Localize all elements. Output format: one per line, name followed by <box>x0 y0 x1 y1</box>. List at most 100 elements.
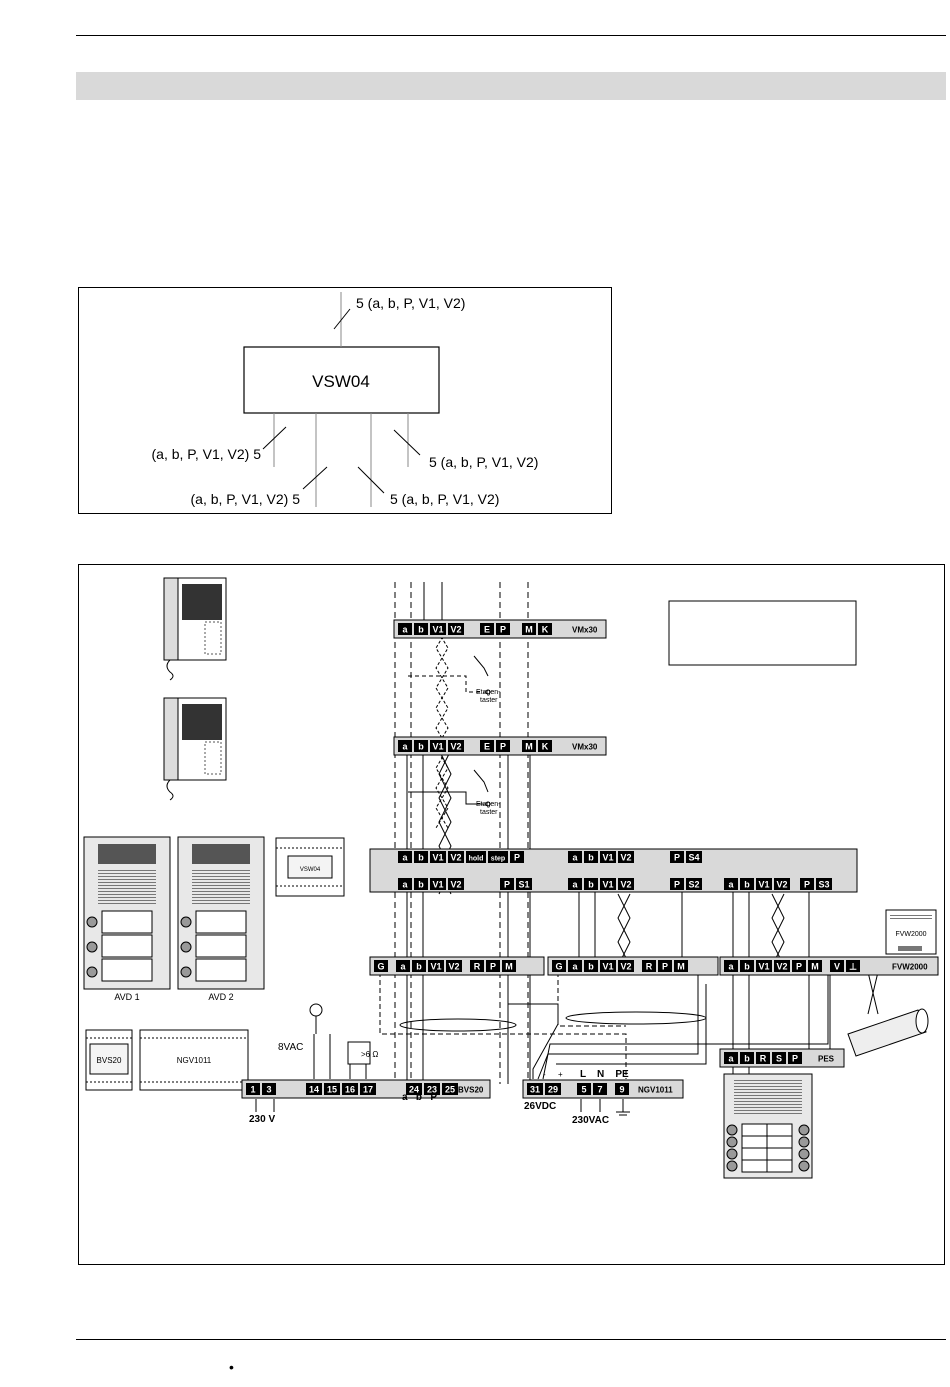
vsw_lower_1-terminal-3 <box>448 878 464 890</box>
vsw_upper_left-terminal-label-0: a <box>402 853 408 863</box>
vsw_upper_left-terminal-0 <box>398 851 412 863</box>
ngv_terms-terminal-label-0: 31 <box>530 1085 540 1095</box>
bvs20-device-label: BVS20 <box>97 1056 122 1065</box>
vmx_mid_t-device-name: VMx30 <box>572 743 598 752</box>
vmx_top_t-terminal-3 <box>448 623 464 635</box>
vmx_top_t-device-name: VMx30 <box>572 626 598 635</box>
vsw_lower_2b-terminal-1 <box>686 878 702 890</box>
pes_terms-terminal-label-1: b <box>744 1054 750 1064</box>
vsw_lower_2-terminal-1 <box>584 878 598 890</box>
vmx_mid_t-terminal-label-3: V2 <box>450 742 461 752</box>
bus-label-1: (a, b, P, V1, V2) 5 <box>152 446 262 462</box>
bvs_terms-terminal-label-8: 25 <box>445 1085 455 1095</box>
bvs_terms-terminal-label-0: 1 <box>250 1085 255 1095</box>
avd2_terms-terminal-label-6: P <box>662 962 668 972</box>
vsw_lower_3b-terminal-label-1: S3 <box>818 880 829 890</box>
avd1_terms-terminal-3 <box>428 960 444 972</box>
avd1_terms-terminal-0 <box>374 960 388 972</box>
avd1_terms-terminal-label-7: M <box>505 962 513 972</box>
bvs_terms-terminal-5 <box>360 1083 376 1095</box>
vsw_lower_3-terminal-1 <box>740 878 754 890</box>
vsw_lower_1b-terminal-0 <box>500 878 514 890</box>
bvs_terms-terminal-4 <box>342 1083 358 1095</box>
label-ohm: >6 Ω <box>361 1050 378 1059</box>
vmx_top_t-terminal-label-0: a <box>402 625 408 635</box>
fvw_terms-terminal-label-2: V1 <box>758 962 769 972</box>
door-station-avd2 <box>177 836 265 990</box>
vmx_top_t-terminal-5 <box>496 623 510 635</box>
fvw_terms-terminal-2 <box>756 960 772 972</box>
vmx_top_t-terminal-0 <box>398 623 412 635</box>
wiring-diagram-frame <box>78 564 945 1265</box>
label-26vdc: 26VDC <box>524 1101 556 1112</box>
topology-diagram-frame <box>78 287 612 514</box>
vsw_lower_3b-terminal-label-0: P <box>804 880 810 890</box>
fvw_terms-terminal-1 <box>740 960 754 972</box>
avd1_terms-terminal-2 <box>412 960 426 972</box>
vsw_upper_left-terminal-6 <box>510 851 524 863</box>
fvw2000-device-icon <box>885 909 937 955</box>
avd2_terms-terminal-label-3: V1 <box>602 962 613 972</box>
vmx_top_t-terminal-7 <box>538 623 552 635</box>
bvs_terms-terminal-7 <box>424 1083 440 1095</box>
avd1_terms-terminal-7 <box>502 960 516 972</box>
vsw_upper_mid-terminal-1 <box>584 851 598 863</box>
vsw_upper_left-terminal-5 <box>488 851 508 863</box>
vsw_upper_left-terminal-label-3: V2 <box>450 853 461 863</box>
vsw_lower_2b-terminal-label-0: P <box>674 880 680 890</box>
topology-diagram: VSW04 5 (a, b, P, V1, V2) (a, b, P, V1, … <box>152 292 538 507</box>
info-box <box>668 600 857 666</box>
vsw_lower_2-terminal-label-0: a <box>572 880 578 890</box>
vsw_lower_1-terminal-2 <box>430 878 446 890</box>
video-intercom-handset-1 <box>163 577 227 681</box>
ngv_terms-terminal-1 <box>545 1083 561 1095</box>
avd2_terms-terminal-label-5: R <box>646 962 653 972</box>
pes_terms-terminal-3 <box>772 1052 786 1064</box>
vsw_upper_left-terminal-4 <box>466 851 486 863</box>
fvw_terms-terminal-label-7: ⊥ <box>849 962 857 972</box>
door-station-avd1 <box>83 836 171 990</box>
vsw_upper_right-terminal-1 <box>686 851 702 863</box>
pes_terms-terminal-label-2: R <box>760 1054 767 1064</box>
vsw_upper_left-terminal-label-1: b <box>418 853 424 863</box>
fvw2000-device-label: FVW2000 <box>895 931 926 938</box>
vmx_top_t-terminal-label-7: K <box>542 625 549 635</box>
bus-slash-3 <box>357 466 385 494</box>
vsw_upper_left-terminal-label-5: step <box>491 856 505 863</box>
vsw_lower_2-terminal-3 <box>618 878 634 890</box>
video-intercom-handset-2 <box>163 697 227 801</box>
vmx_mid_t-terminal-label-2: V1 <box>432 742 443 752</box>
vmx_top_t-terminal-6 <box>522 623 536 635</box>
label-230vac: 230VAC <box>572 1115 609 1126</box>
vmx_mid_t-terminal-6 <box>522 740 536 752</box>
etagen-label-2a: Etagen- <box>476 801 501 808</box>
vsw04-device-label: VSW04 <box>300 867 321 873</box>
vsw_upper_right-terminal-0 <box>670 851 684 863</box>
vmx_mid_t-terminal-5 <box>496 740 510 752</box>
vsw_upper_mid-terminal-2 <box>600 851 616 863</box>
bvs_terms-terminal-0 <box>246 1083 260 1095</box>
vsw_lower_2b-terminal-0 <box>670 878 684 890</box>
ngv_terms-terminal-label-4: 9 <box>619 1085 624 1095</box>
fvw_terms-terminal-5 <box>808 960 822 972</box>
ngv_terms-terminal-3 <box>593 1083 607 1095</box>
vmx_mid_t-terminal-label-5: P <box>500 742 506 752</box>
bvs_terms-terminal-2 <box>306 1083 322 1095</box>
label-plus: + <box>558 1070 563 1079</box>
vsw_lower_3-terminal-0 <box>724 878 738 890</box>
vsw_upper_mid-terminal-label-1: b <box>588 853 594 863</box>
pes_terms-terminal-0 <box>724 1052 738 1064</box>
vmx_top_t-terminal-label-2: V1 <box>432 625 443 635</box>
vsw_lower_1-terminal-label-1: b <box>418 880 424 890</box>
ngv_terms-terminal-label-1: 29 <box>548 1085 558 1095</box>
vmx_top_t-terminal-label-3: V2 <box>450 625 461 635</box>
avd1_terms-terminal-5 <box>470 960 484 972</box>
bvs_terms-terminal-label-6: 24 <box>409 1085 419 1095</box>
vmx_mid_t-terminal-4 <box>480 740 494 752</box>
avd2_terms-terminal-5 <box>642 960 656 972</box>
vsw_lower_2-terminal-label-1: b <box>588 880 594 890</box>
vsw_upper_left-terminal-2 <box>430 851 446 863</box>
fvw_terms-terminal-7 <box>846 960 860 972</box>
label-lnpe: L N PE <box>580 1069 629 1080</box>
avd1_terms-terminal-label-1: a <box>400 962 406 972</box>
